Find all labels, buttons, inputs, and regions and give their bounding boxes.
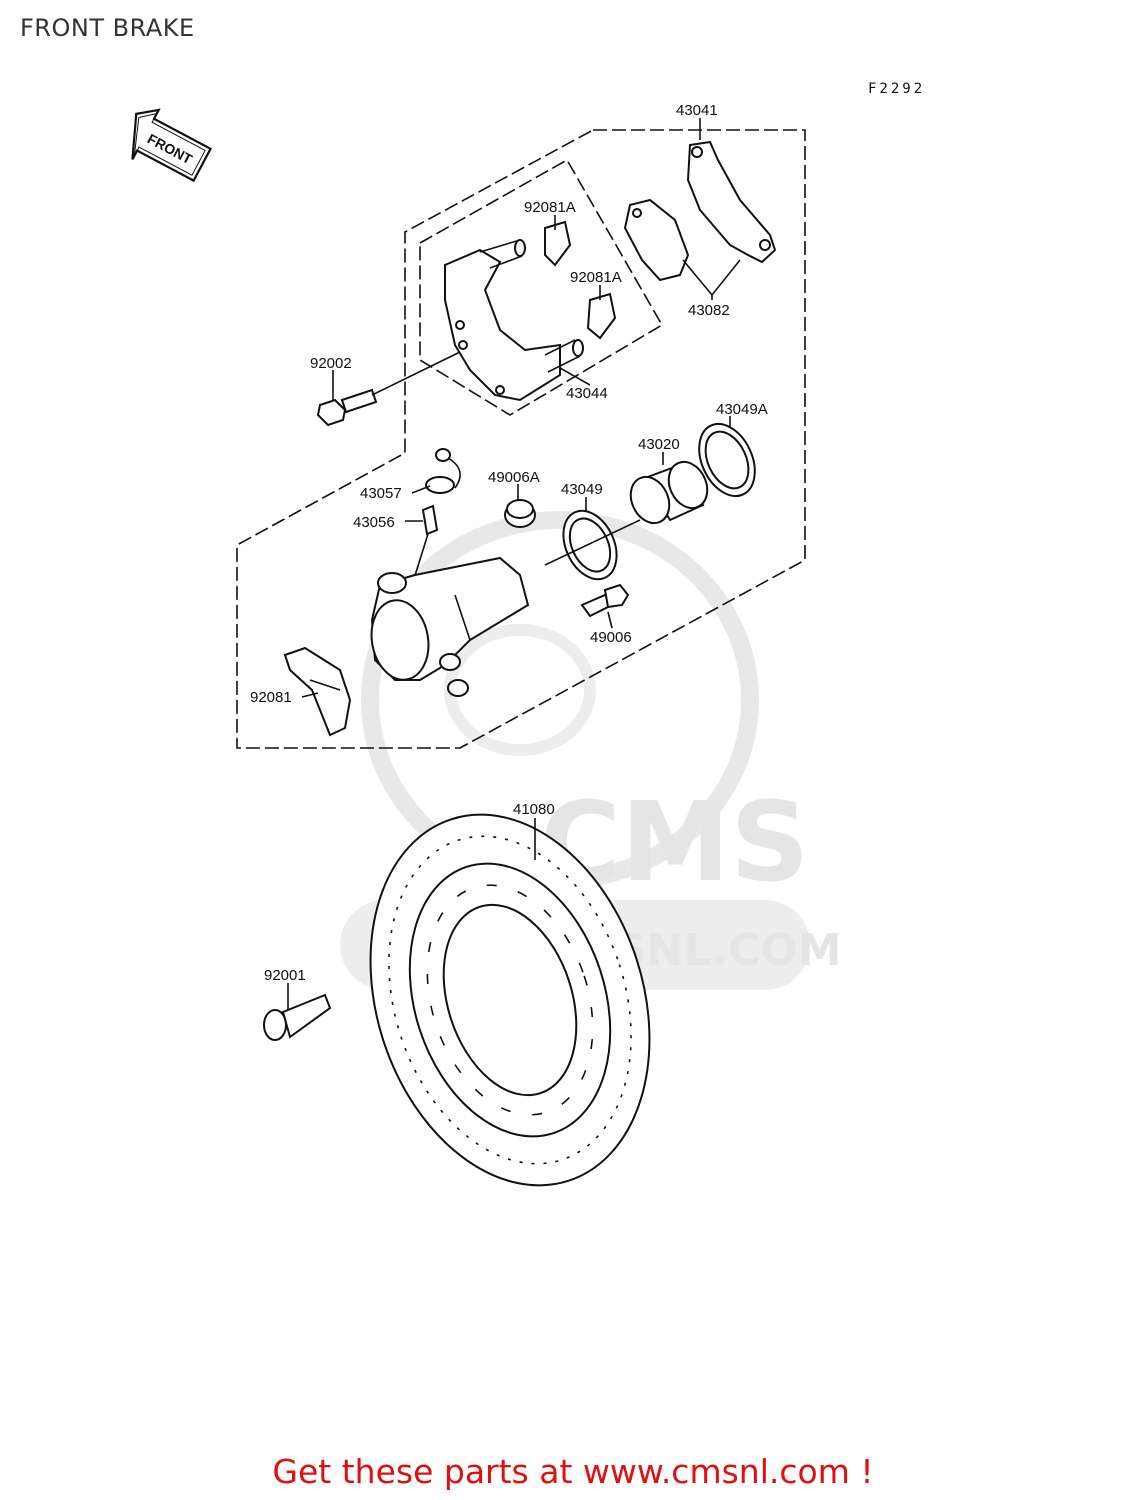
seal-43049a <box>698 422 756 498</box>
pin-49006 <box>580 583 630 618</box>
bracket-frame <box>419 158 664 416</box>
brake-disc-41080 <box>369 813 651 1187</box>
pad-spring-92081a-lower <box>586 292 617 340</box>
part-label: 49006 <box>590 629 632 646</box>
part-label: 92081 <box>250 689 292 706</box>
seal-43049 <box>562 509 618 581</box>
bolt-92001 <box>263 993 332 1041</box>
part-label: 92081A <box>570 269 622 286</box>
part-label: 92002 <box>310 355 352 372</box>
part-label: 43082 <box>688 302 730 319</box>
caliper-body <box>370 519 641 697</box>
part-label: 41080 <box>513 801 555 818</box>
part-label: 49006A <box>488 469 540 486</box>
pad-spring-92081a-upper <box>544 220 572 267</box>
bolt-92002 <box>316 351 461 427</box>
front-arrow-icon: FRONT <box>131 108 213 183</box>
brake-pad-43041 <box>686 140 777 264</box>
part-label: 43049 <box>561 481 603 498</box>
part-label: 43056 <box>353 514 395 531</box>
figure-code: F2292 <box>868 81 925 97</box>
caliper-bracket-43044 <box>444 239 584 402</box>
brake-pad-43082 <box>623 198 690 282</box>
part-label: 92081A <box>524 199 576 216</box>
leader-lines <box>287 118 741 1010</box>
piston-43020 <box>629 460 709 525</box>
footer-promo-link[interactable]: Get these parts at www.cmsnl.com ! <box>272 1452 874 1491</box>
part-label: 43041 <box>676 102 718 119</box>
bleeder-cap-43057 <box>425 448 461 494</box>
part-label: 92001 <box>264 967 306 984</box>
part-label: 43049A <box>716 401 768 418</box>
boot-49006a <box>504 499 536 528</box>
spring-92081 <box>283 646 352 737</box>
assembly-frame <box>236 129 806 749</box>
page-title: FRONT BRAKE <box>20 14 195 42</box>
part-label: 43057 <box>360 485 402 502</box>
part-label: 43044 <box>566 385 608 402</box>
part-label: 43020 <box>638 436 680 453</box>
